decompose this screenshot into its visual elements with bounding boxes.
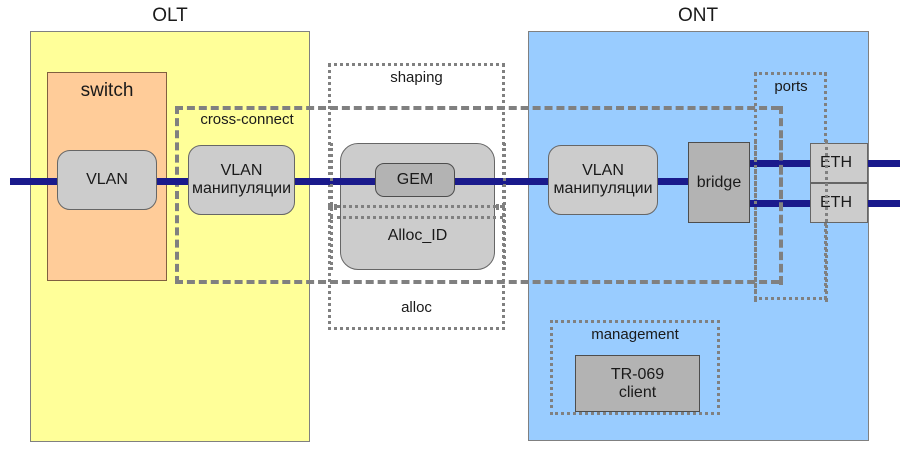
shaping-bottom-dotted-rule <box>330 205 503 208</box>
link-ingress <box>10 178 70 185</box>
alloc-top-dotted-rule <box>330 216 503 219</box>
olt-title: OLT <box>152 5 188 26</box>
ont-title: ONT <box>677 5 719 26</box>
middle-right-dotted-rule <box>503 143 506 270</box>
link-eth2-egress <box>862 200 900 207</box>
ont-vlan-manipulation-label: VLAN манипуляции <box>553 162 653 197</box>
management-region <box>550 320 720 415</box>
bridge-label: bridge <box>696 173 742 191</box>
management-label: management <box>591 326 679 343</box>
ports-label: ports <box>774 78 808 95</box>
ports-right-dotted-rule <box>825 140 828 302</box>
eth-port-1[interactable]: ETH <box>810 143 868 183</box>
alloc-id-label: Alloc_ID <box>387 227 448 244</box>
link-eth1-egress <box>862 160 900 167</box>
cross-connect-left-rule <box>175 106 179 284</box>
olt-switch-vlan-label: VLAN <box>86 171 128 189</box>
olt-switch-vlan-node[interactable]: VLAN <box>57 150 157 210</box>
cross-connect-label: cross-connect <box>200 111 294 128</box>
olt-vlan-manipulation-node[interactable]: VLAN манипуляции <box>188 145 295 215</box>
ont-vlan-manipulation-node[interactable]: VLAN манипуляции <box>548 145 658 215</box>
eth-port-2-label: ETH <box>820 194 852 212</box>
tr069-client-label: TR-069 client <box>610 365 665 401</box>
bridge-node[interactable]: bridge <box>688 142 750 223</box>
cross-connect-bottom-rule <box>175 280 779 284</box>
eth-port-2[interactable]: ETH <box>810 183 868 223</box>
link-ont-vlan-to-bridge <box>650 178 698 185</box>
gem-label: GEM <box>396 171 434 189</box>
ports-left-dotted-rule <box>754 140 757 302</box>
gem-node[interactable]: GEM <box>375 163 455 197</box>
alloc-label: alloc <box>401 299 432 316</box>
link-crossconnect-to-gem <box>288 178 388 185</box>
tr069-client-node[interactable]: TR-069 client <box>575 355 700 412</box>
middle-left-dotted-rule <box>330 143 333 270</box>
link-switch-to-crossconnect <box>150 178 200 185</box>
switch-label: switch <box>80 80 134 101</box>
shaping-label: shaping <box>390 69 443 86</box>
eth-port-1-label: ETH <box>820 154 852 172</box>
cross-connect-right-rule-overlay <box>779 140 783 285</box>
cross-connect-top-rule <box>175 106 779 110</box>
olt-vlan-manipulation-label: VLAN манипуляции <box>191 162 292 197</box>
